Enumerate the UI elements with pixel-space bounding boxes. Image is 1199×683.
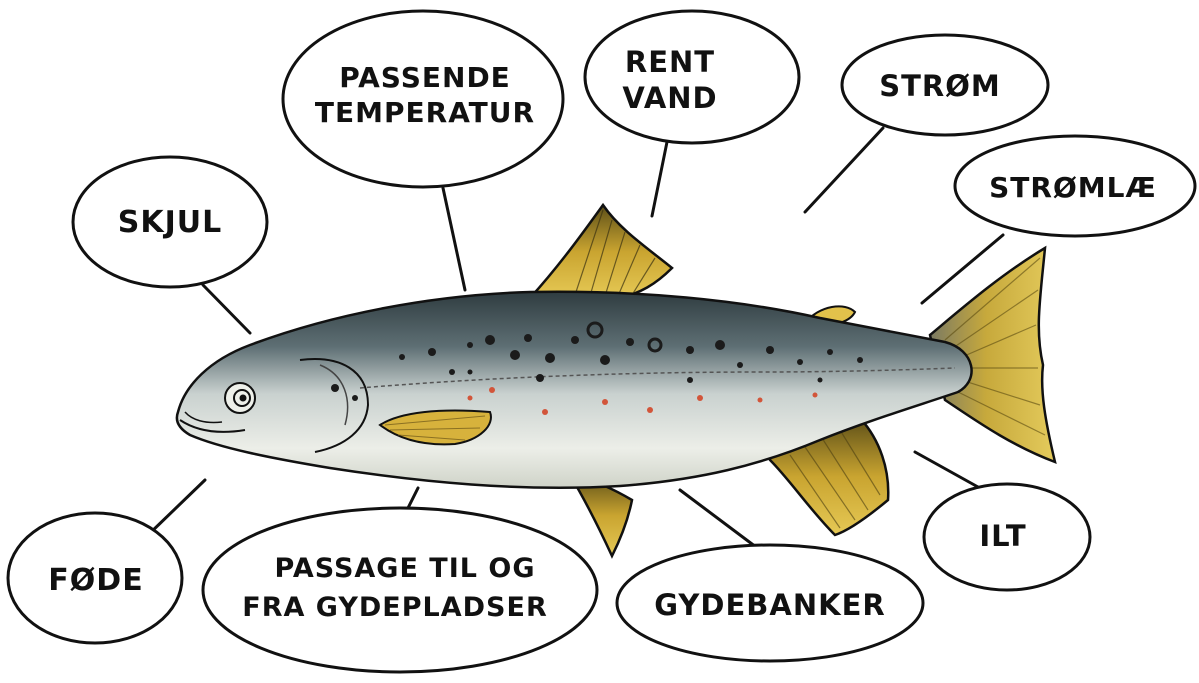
connector-strom xyxy=(805,128,883,212)
bubble-stromlae: STRØMLÆ xyxy=(955,136,1195,236)
connector-ilt xyxy=(915,452,978,487)
bubble-vand: RENT VAND xyxy=(585,11,799,143)
connector-skjul xyxy=(203,285,250,333)
label-fode: FØDE xyxy=(48,563,143,598)
label-vand-line2: VAND xyxy=(622,81,717,115)
label-strom: STRØM xyxy=(879,69,1001,103)
label-vand-line1: RENT xyxy=(625,45,715,79)
connector-vand xyxy=(652,142,667,216)
bubble-passage: PASSAGE TIL OG FRA GYDEPLADSER xyxy=(203,508,597,672)
bubble-ilt: ILT xyxy=(924,484,1090,590)
label-ilt: ILT xyxy=(979,519,1026,553)
connector-fode xyxy=(148,480,205,535)
label-temperatur-line1: PASSENDE xyxy=(339,61,511,94)
label-temperatur-line2: TEMPERATUR xyxy=(315,96,535,129)
bubble-strom: STRØM xyxy=(842,35,1048,135)
bubble-fode: FØDE xyxy=(8,513,182,643)
label-stromlae: STRØMLÆ xyxy=(989,171,1157,204)
bubble-skjul: SKJUL xyxy=(73,157,267,287)
label-gydebanker: GYDEBANKER xyxy=(654,588,885,622)
connector-gydebanker xyxy=(680,490,760,550)
label-passage-line2: FRA GYDEPLADSER xyxy=(242,592,548,623)
trout-illustration xyxy=(177,205,1055,556)
label-passage-line1: PASSAGE TIL OG xyxy=(275,553,536,584)
connector-temperatur xyxy=(443,188,465,290)
eye xyxy=(225,383,255,413)
label-skjul: SKJUL xyxy=(118,205,223,240)
bubble-temperatur: PASSENDE TEMPERATUR xyxy=(283,11,563,187)
bubble-gydebanker: GYDEBANKER xyxy=(617,545,923,661)
dorsal-fin xyxy=(530,205,672,298)
